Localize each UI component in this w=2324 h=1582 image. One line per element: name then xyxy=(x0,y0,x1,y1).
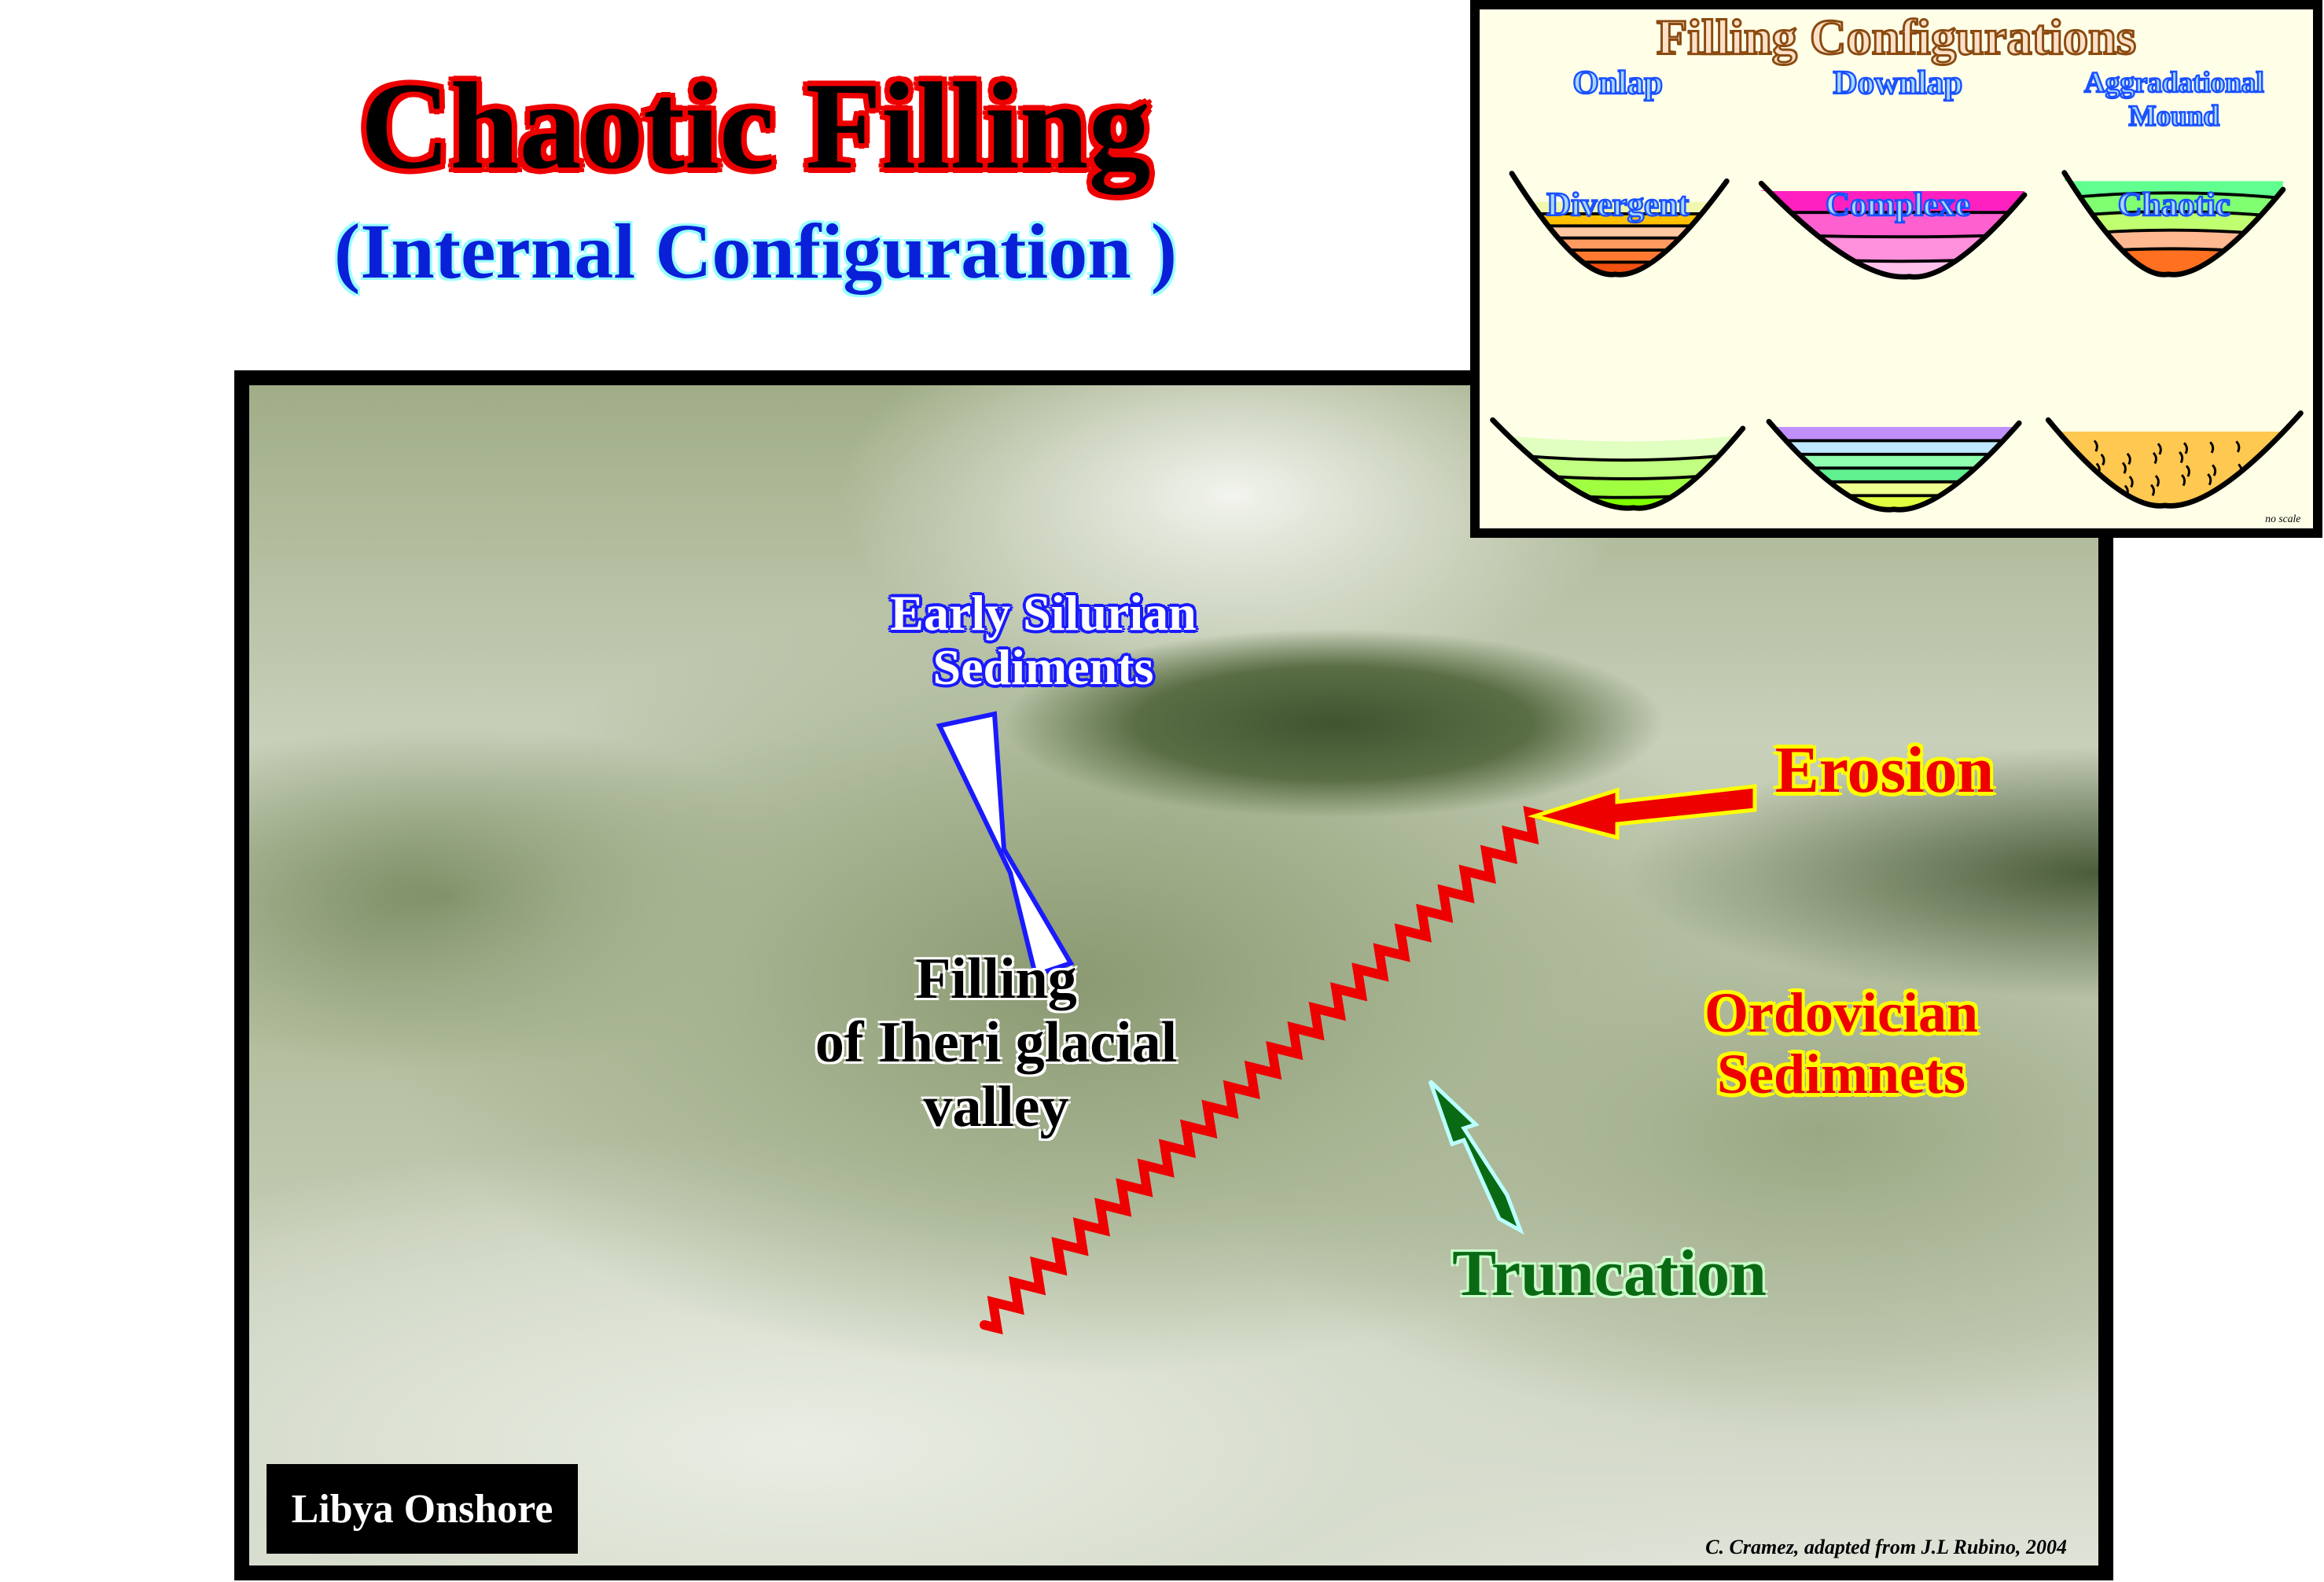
basin-outline xyxy=(2061,170,2286,278)
chaotic-reflector-mark xyxy=(2182,442,2188,454)
erosion-surface-line xyxy=(980,805,1546,1335)
label-line: Sedimnets xyxy=(1716,1042,1966,1106)
chaotic-reflector-mark xyxy=(2152,451,2157,465)
chaotic-reflector-mark xyxy=(2235,440,2241,453)
field-photo: Early Silurian Sediments Filling of Iher… xyxy=(234,370,2113,1580)
page-title: Chaotic Filling xyxy=(360,57,1151,195)
configuration-label: Complexe xyxy=(1826,186,1970,223)
chaotic-reflector-mark xyxy=(2181,474,2186,487)
label-early-silurian: Early Silurian Sediments xyxy=(768,586,1318,694)
chaotic-reflector-mark xyxy=(2128,475,2134,488)
configurations-diagram: Filling Configurations no scale Onlap Dow… xyxy=(1490,9,2304,524)
chaotic-reflector-mark xyxy=(2126,452,2131,465)
inset-title: Filling Configurations xyxy=(1657,9,2136,64)
chaotic-reflector-mark xyxy=(2121,462,2127,474)
label-line: of Iheri glacial xyxy=(815,1010,1178,1076)
basin-outline xyxy=(1490,417,1746,511)
chaotic-reflector-mark xyxy=(2240,486,2245,499)
chaotic-reflector-mark xyxy=(2093,440,2098,452)
basin-outline xyxy=(2045,410,2304,509)
label-truncation: Truncation xyxy=(1452,1237,1767,1310)
erosion-arrow-icon xyxy=(1527,784,1757,841)
basin-outline xyxy=(1758,180,2028,280)
basin-outline xyxy=(1766,418,2022,513)
chaotic-reflector-mark xyxy=(2179,451,2184,464)
chaotic-reflector-mark xyxy=(2149,484,2156,496)
configuration-label: Onlap xyxy=(1572,64,1663,101)
label-line: Ordovician xyxy=(1704,981,1978,1044)
chaotic-reflector-mark xyxy=(2207,473,2212,486)
no-scale-note: no scale xyxy=(2265,513,2300,524)
configuration-label: Aggradational xyxy=(2084,66,2264,98)
chaotic-reflector-mark xyxy=(2154,475,2160,487)
page-subtitle: (Internal Configuration ) xyxy=(333,208,1178,295)
label-line: Filling xyxy=(915,947,1077,1011)
basin-layer xyxy=(2064,247,2283,275)
label-line: Sediments xyxy=(932,639,1154,696)
silurian-arrow-icon xyxy=(936,711,1075,978)
chaotic-reflector-mark xyxy=(2185,465,2190,477)
configuration-label: Mound xyxy=(2129,100,2220,132)
truncation-arrow-icon xyxy=(1428,1080,1524,1235)
chaotic-reflector-mark xyxy=(2209,441,2215,454)
label-erosion: Erosion xyxy=(1774,734,1995,807)
chaotic-reflector-mark xyxy=(2157,443,2162,455)
basin-outline xyxy=(1509,171,1730,278)
label-line: Early Silurian xyxy=(890,585,1197,641)
chaotic-reflector-mark xyxy=(2098,485,2103,498)
label-line: valley xyxy=(923,1074,1069,1139)
location-badge: Libya Onshore xyxy=(267,1464,578,1554)
chaotic-reflector-mark xyxy=(2100,453,2105,466)
chaotic-reflector-mark xyxy=(2212,464,2217,476)
credit-text: C. Cramez, adapted from J.L Rubino, 2004 xyxy=(1705,1536,2067,1558)
configuration-label: Divergent xyxy=(1546,186,1690,223)
photo-annotations xyxy=(936,711,1757,1335)
filling-configurations-panel: Filling Configurations no scale Onlap Dow… xyxy=(1470,0,2322,538)
label-ordovician: Ordovician Sedimnets xyxy=(1586,981,2097,1106)
configuration-label: Chaotic xyxy=(2118,186,2230,223)
label-valley-filling: Filling of Iheri glacial valley xyxy=(760,947,1232,1139)
configuration-label: Downlap xyxy=(1833,64,1963,101)
